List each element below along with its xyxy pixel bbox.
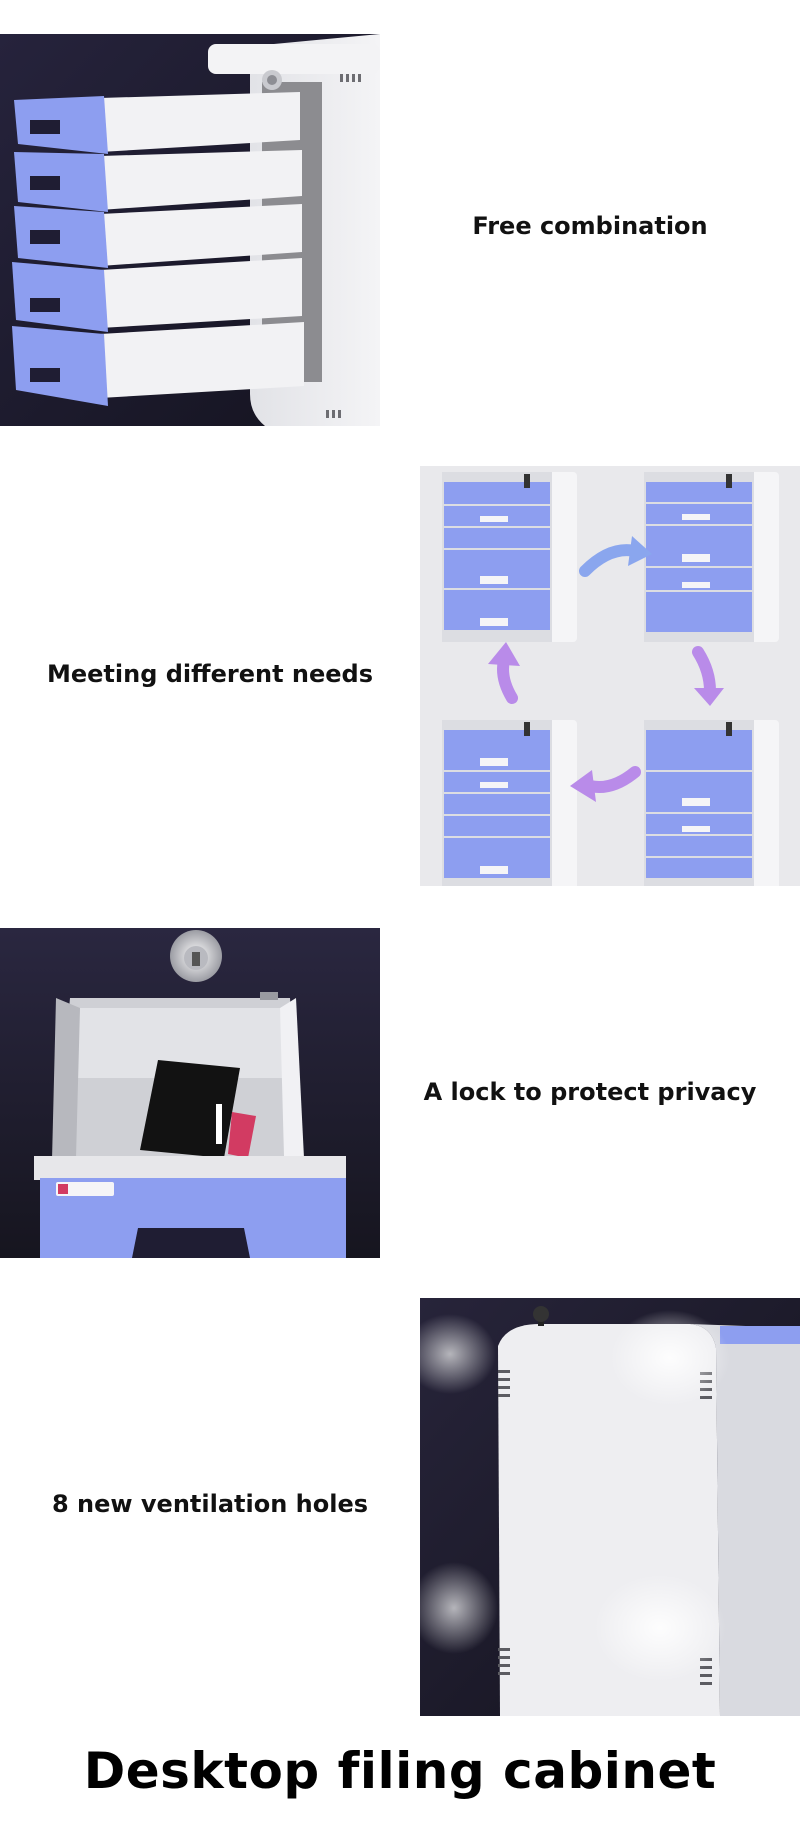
caption-free-combination: Free combination (472, 212, 708, 240)
locked-drawer-image (0, 928, 380, 1258)
page-title: Desktop filing cabinet (83, 1742, 717, 1800)
caption-ventilation-holes: 8 new ventilation holes (51, 1490, 369, 1518)
caption-lock-privacy: A lock to protect privacy (423, 1078, 757, 1106)
open-drawers-image (0, 34, 380, 426)
ventilated-cabinet-image (420, 1298, 800, 1716)
caption-meeting-different-needs: Meeting different needs (46, 660, 373, 688)
drawer-arrangements-cycle-image (420, 466, 800, 886)
